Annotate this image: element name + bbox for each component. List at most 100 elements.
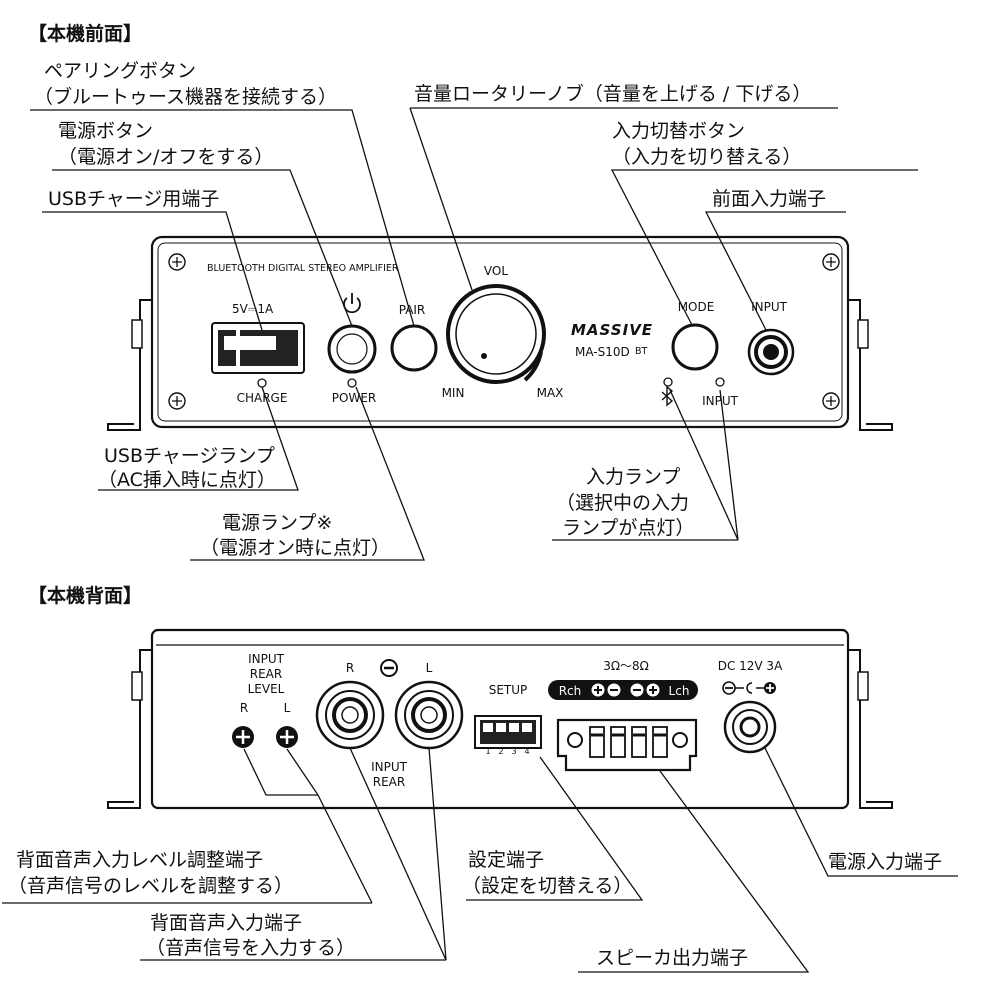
leader-input-switch [610, 169, 918, 326]
level-trimmer-r-icon [232, 726, 254, 748]
callout-setup-desc: （設定を切替える） [462, 875, 632, 897]
leader-volume [409, 107, 838, 291]
front-screw-tr-icon [822, 253, 840, 271]
volume-indicator-dot [481, 353, 487, 359]
bluetooth-lamp-icon [663, 377, 673, 387]
rear-heading: 【本機背面】 [28, 584, 142, 607]
impedance-label: 3Ω〜8Ω [603, 659, 649, 673]
input-lamp-icon [715, 377, 725, 387]
callout-input-switch-desc: （入力を切り替える） [612, 146, 801, 168]
bluetooth-icon [661, 385, 674, 407]
leader-speaker [578, 770, 810, 973]
front-callout-power-button: 電源ボタン （電源オン/オフをする） [52, 120, 353, 327]
min-label: MIN [442, 386, 465, 400]
level-trimmer-l-icon [276, 726, 298, 748]
max-label: MAX [537, 386, 564, 400]
power-symbol-icon [343, 293, 361, 314]
front-screw-bl-icon [168, 392, 186, 410]
rear-callout-level: 背面音声入力レベル調整端子 （音声信号のレベルを調整する） [2, 748, 373, 904]
usb-rating-label: 5V⎓1A [232, 302, 274, 316]
leader-rear-level [243, 748, 373, 904]
leader-rear-input [140, 747, 447, 961]
front-callout-usb-lamp: USBチャージランプ （AC挿入時に点灯） [98, 386, 299, 491]
rear-level-label-3: LEVEL [248, 682, 285, 696]
usb-port-icon [211, 322, 305, 374]
vol-label: VOL [484, 264, 508, 278]
callout-power-desc: （電源オン/オフをする） [58, 146, 273, 168]
callout-speaker-title: スピーカ出力端子 [596, 947, 748, 969]
front-callout-power-lamp: 電源ランプ※ （電源オン時に点灯） [190, 386, 425, 561]
pair-label: PAIR [399, 303, 426, 317]
rear-left-tab [131, 671, 143, 701]
rca-jack-l-icon [394, 680, 464, 750]
input-lamp-label: INPUT [702, 394, 739, 408]
rear-device: INPUT REAR LEVEL R L R L INPUT REAR SETU… [107, 628, 893, 810]
pair-button-icon [390, 324, 438, 372]
callout-front-input-title: 前面入力端子 [712, 188, 826, 210]
rear-callout-speaker: スピーカ出力端子 [578, 770, 810, 973]
leader-power-button [52, 169, 353, 327]
front-screw-tl-icon [168, 253, 186, 271]
callout-usb-lamp-title: USBチャージランプ [104, 445, 275, 467]
callout-rear-input-title: 背面音声入力端子 [150, 912, 302, 934]
power-label: POWER [332, 391, 376, 405]
front-panel-inset [157, 242, 843, 422]
lch-label: Lch [669, 684, 690, 698]
leader-setup [466, 756, 644, 901]
callout-rear-level-title: 背面音声入力レベル調整端子 [16, 849, 263, 871]
charge-label: CHARGE [237, 391, 288, 405]
front-screw-br-icon [822, 392, 840, 410]
volume-knob-icon [446, 284, 546, 384]
front-callout-front-input: 前面入力端子 [704, 188, 846, 331]
callout-rear-input-desc: （音声信号を入力する） [146, 937, 355, 959]
bt-label: BT [635, 346, 648, 357]
input-jack-label: INPUT [751, 300, 788, 314]
rear-level-label-1: INPUT [248, 652, 285, 666]
charge-lamp-icon [257, 378, 267, 388]
polarity-strip [548, 680, 698, 700]
setup-label: SETUP [489, 683, 528, 697]
rear-right-bracket [848, 649, 893, 809]
callout-input-switch-title: 入力切替ボタン [612, 120, 745, 142]
callout-power-lamp-title: 電源ランプ※ [222, 512, 332, 534]
front-device: BLUETOOTH DIGITAL STEREO AMPLIFIER 5V⎓1A… [107, 235, 893, 431]
callout-rear-level-desc: （音声信号のレベルを調整する） [8, 875, 293, 897]
leader-power-input [763, 745, 958, 877]
dip-number-1: 1 [485, 747, 490, 756]
level-r-label: R [240, 701, 248, 715]
leader-usb-port [42, 211, 263, 331]
rch-label: Rch [559, 684, 582, 698]
callout-setup-title: 設定端子 [468, 849, 544, 871]
speaker-polarity-icons [591, 683, 660, 697]
dc-rating-label: DC 12V 3A [718, 659, 783, 673]
dip-switch-icon [474, 715, 542, 749]
rear-callout-setup: 設定端子 （設定を切替える） [462, 756, 644, 901]
input-rear-label-2: REAR [373, 775, 405, 789]
rear-callout-power-input: 電源入力端子 [763, 745, 958, 877]
callout-usb-title: USBチャージ用端子 [48, 188, 219, 210]
leader-front-input [704, 211, 846, 331]
dc-jack-icon [723, 700, 777, 754]
front-callout-pairing: ペアリングボタン （ブルートゥース機器を接続する） [30, 60, 415, 327]
callout-power-title: 電源ボタン [58, 120, 153, 142]
model-line-label: BLUETOOTH DIGITAL STEREO AMPLIFIER [207, 263, 399, 274]
callout-input-lamp-desc2: ランプが点灯） [562, 517, 694, 539]
leader-input-lamp [552, 389, 739, 541]
front-callout-input-lamp: 入力ランプ （選択中の入力 ランプが点灯） [552, 389, 739, 541]
callout-pairing-title: ペアリングボタン [44, 60, 196, 82]
mode-label: MODE [678, 300, 715, 314]
callout-volume-title: 音量ロータリーノブ（音量を上げる / 下げる） [414, 82, 811, 105]
front-heading: 【本機前面】 [28, 22, 142, 45]
dc-polarity-icon [722, 681, 776, 695]
callout-power-lamp-desc: （電源オン時に点灯） [200, 537, 390, 559]
model-label: MA-S10D [575, 345, 630, 359]
front-callout-usb-port: USBチャージ用端子 [42, 188, 263, 331]
dip-number-2: 2 [498, 747, 503, 756]
power-lamp-icon [347, 378, 357, 388]
dip-number-3: 3 [511, 747, 516, 756]
leader-pairing [30, 109, 415, 327]
leader-power-lamp [190, 386, 425, 561]
volume-scale-arc [523, 351, 543, 382]
brand-logo: MASSIVE [571, 321, 653, 339]
